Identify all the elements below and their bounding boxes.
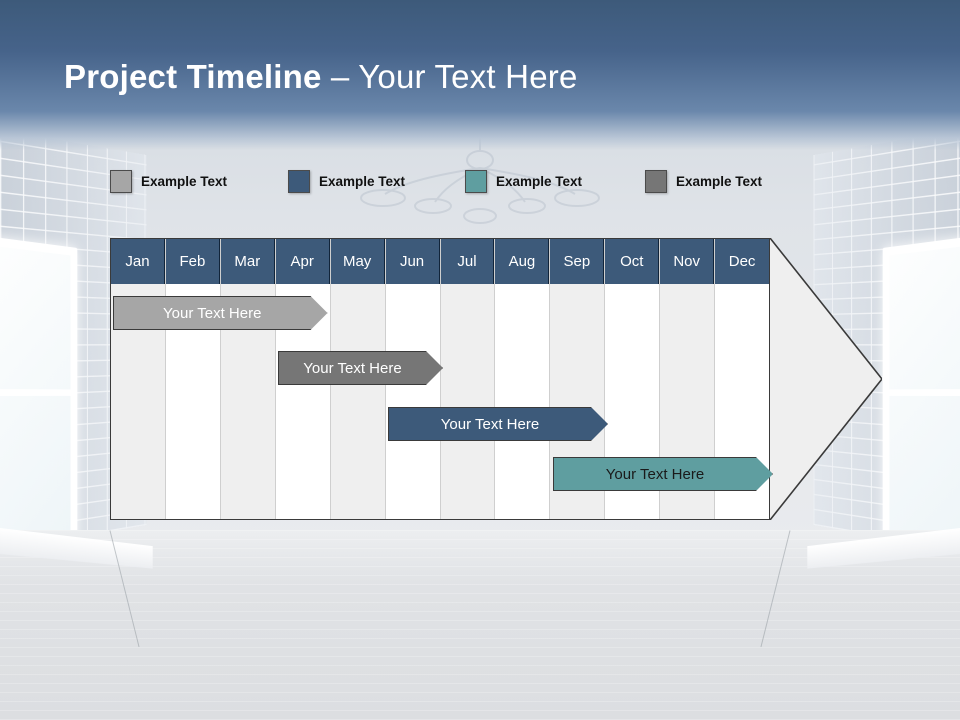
month-header-nov[interactable]: Nov xyxy=(660,239,715,284)
legend-item-3[interactable]: Example Text xyxy=(645,170,762,193)
month-column-jun: Jun xyxy=(385,239,441,519)
legend-label-1: Example Text xyxy=(319,174,406,189)
month-header-dec[interactable]: Dec xyxy=(715,239,770,284)
legend-label-3: Example Text xyxy=(676,174,763,189)
floor xyxy=(0,530,960,720)
month-header-feb[interactable]: Feb xyxy=(165,239,220,284)
month-header-jul[interactable]: Jul xyxy=(440,239,495,284)
month-header-oct[interactable]: Oct xyxy=(605,239,660,284)
timeline-bar-label-2: Your Text Here xyxy=(440,415,540,433)
timeline-bar-2[interactable]: Your Text Here xyxy=(388,407,608,441)
legend-swatch-3 xyxy=(645,170,667,193)
timeline-bar-label-1: Your Text Here xyxy=(303,359,402,377)
title-dash: – xyxy=(321,58,359,95)
legend-label-0: Example Text xyxy=(141,174,228,189)
title-rest: Your Text Here xyxy=(358,58,578,95)
month-column-aug: Aug xyxy=(495,239,551,519)
month-header-may[interactable]: May xyxy=(330,239,385,284)
page-title: Project Timeline – Your Text Here xyxy=(64,58,578,96)
timeline-bar-3[interactable]: Your Text Here xyxy=(553,457,773,491)
legend-item-0[interactable]: Example Text xyxy=(110,170,227,193)
month-column-jan: Jan xyxy=(111,239,166,519)
legend: Example Text Example Text Example Text Exam… xyxy=(110,170,810,194)
month-column-oct: Oct xyxy=(605,239,661,519)
timeline-bar-label-0: Your Text Here xyxy=(163,304,262,322)
timeline-bar-0[interactable]: Your Text Here xyxy=(113,296,328,330)
month-column-feb: Feb xyxy=(165,239,221,519)
legend-swatch-2 xyxy=(465,170,487,193)
month-column-jul: Jul xyxy=(440,239,496,519)
month-header-sep[interactable]: Sep xyxy=(550,239,605,284)
title-bold-part: Project Timeline xyxy=(64,58,322,95)
month-header-jun[interactable]: Jun xyxy=(385,239,440,284)
legend-item-2[interactable]: Example Text xyxy=(465,170,582,193)
right-window xyxy=(882,236,960,554)
left-window xyxy=(0,236,78,554)
legend-item-1[interactable]: Example Text xyxy=(288,170,405,193)
month-header-apr[interactable]: Apr xyxy=(275,239,330,284)
month-header-mar[interactable]: Mar xyxy=(220,239,275,284)
month-header-aug[interactable]: Aug xyxy=(495,239,550,284)
month-column-dec: Dec xyxy=(715,239,770,519)
month-header-jan[interactable]: Jan xyxy=(111,239,165,284)
timeline-bar-1[interactable]: Your Text Here xyxy=(278,351,443,385)
header-band xyxy=(0,0,960,150)
month-column-mar: Mar xyxy=(220,239,276,519)
legend-swatch-1 xyxy=(288,170,310,193)
legend-swatch-0 xyxy=(110,170,132,193)
timeline-bar-label-3: Your Text Here xyxy=(605,465,705,483)
legend-label-2: Example Text xyxy=(496,174,583,189)
